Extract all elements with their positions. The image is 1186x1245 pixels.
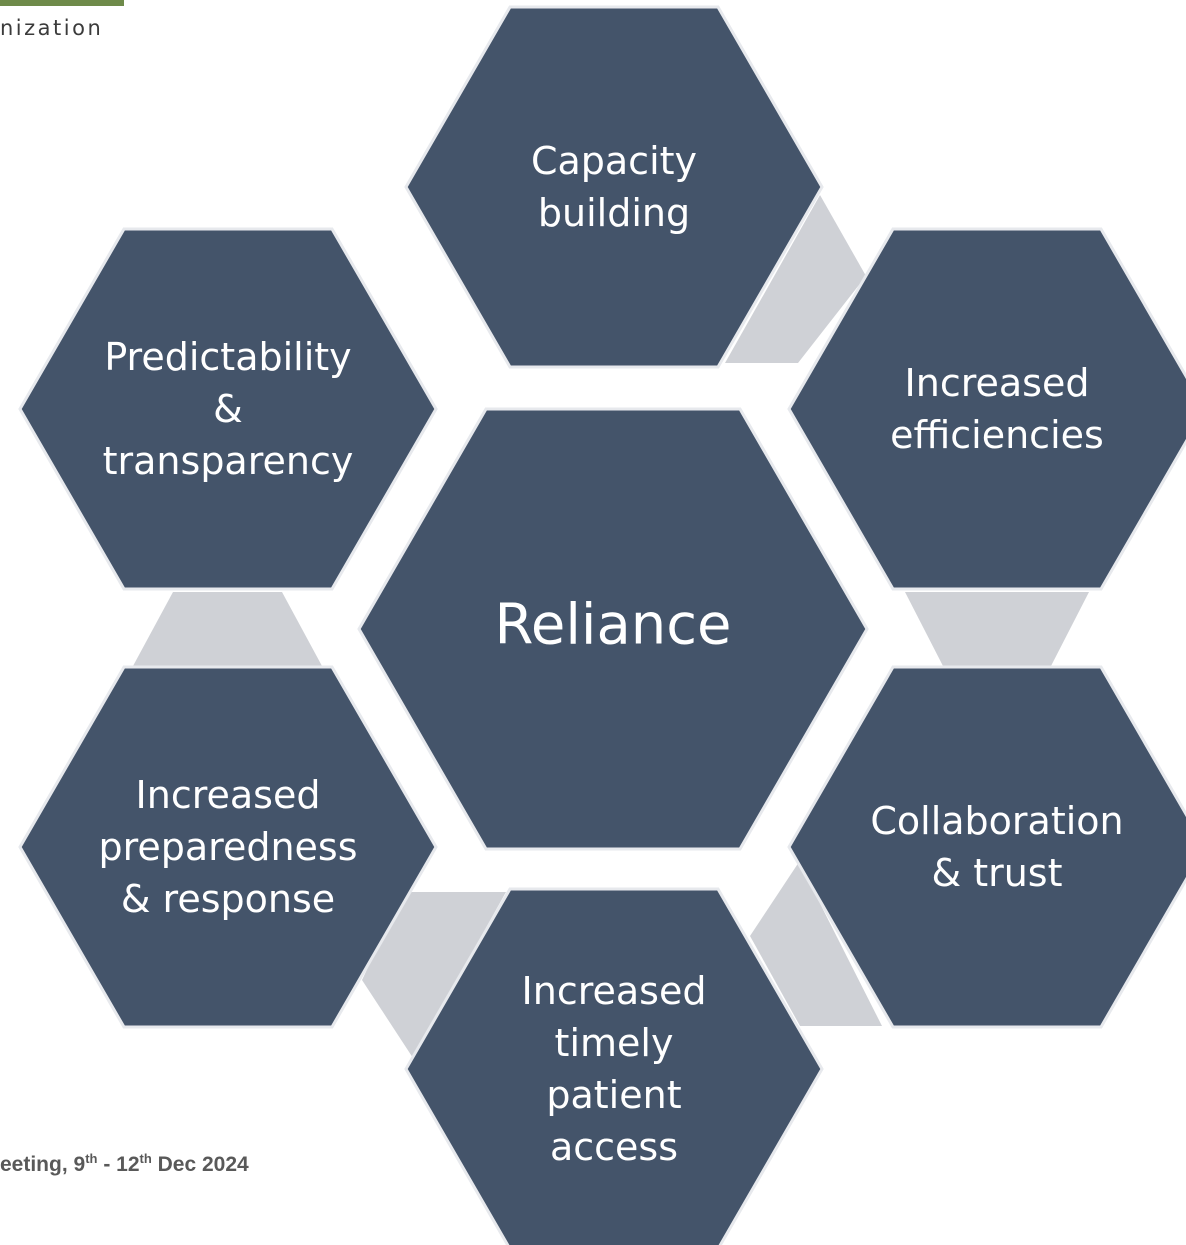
hexagon-timely-patient-access-shape: [404, 887, 824, 1245]
hexagon-capacity-building: Capacity building: [404, 5, 824, 369]
hexagon-capacity-building-shape: [404, 5, 824, 369]
footer-superscript-2: th: [139, 1151, 152, 1166]
hexagon-predictability-transparency-label-line: transparency: [103, 439, 354, 483]
hexagon-reliance-center-label-line: Reliance: [494, 593, 731, 658]
hexagon-predictability-transparency-shape: [18, 227, 438, 591]
hexagon-capacity-building-label-line: building: [538, 191, 690, 235]
footer-superscript-1: th: [85, 1151, 98, 1166]
hexagon-preparedness-response-label-line: Increased: [136, 773, 321, 817]
hexagon-timely-patient-access-label-line: access: [550, 1125, 678, 1169]
hexagon-collaboration-trust-label-line: & trust: [931, 851, 1062, 895]
hexagon-collaboration-trust-shape: [787, 665, 1186, 1029]
hexagon-increased-efficiencies-label-line: Increased: [905, 361, 1090, 405]
hexagon-collaboration-trust-label-line: Collaboration: [870, 799, 1123, 843]
connector-efficiencies-collaboration: [905, 592, 1089, 666]
hexagon-increased-efficiencies-shape: [787, 227, 1186, 591]
hexagon-predictability-transparency: Predictability & transparency: [18, 227, 438, 591]
logo-fragment: [0, 0, 124, 6]
hexagon-timely-patient-access-label-line: timely: [555, 1021, 674, 1065]
footer-text-prefix: eeting, 9: [0, 1153, 86, 1176]
hexagon-preparedness-response-label-line: & response: [121, 877, 335, 921]
hexagon-preparedness-response-label-line: preparedness: [98, 825, 357, 869]
hexagon-increased-efficiencies-label-line: efficiencies: [890, 413, 1104, 457]
organization-name-fragment: nization: [0, 16, 104, 40]
connector-collaboration-access: [750, 862, 882, 1026]
hexagon-increased-efficiencies: Increased efficiencies: [787, 227, 1186, 591]
footer-text-suffix: Dec 2024: [151, 1153, 249, 1176]
hexagon-reliance-center-shape: [357, 407, 869, 851]
footer-text-middle: - 12: [97, 1153, 140, 1176]
hexagon-timely-patient-access: Increased timely patient access: [404, 887, 824, 1245]
connector-preparedness-predictability: [133, 592, 322, 666]
connector-access-preparedness: [362, 892, 506, 1058]
hexagon-collaboration-trust: Collaboration & trust: [787, 665, 1186, 1029]
meeting-date-footer: eeting, 9th - 12th Dec 2024: [0, 1151, 249, 1177]
hexagon-capacity-building-label-line: Capacity: [531, 139, 697, 183]
hexagon-timely-patient-access-label-line: patient: [546, 1073, 681, 1117]
hexagon-timely-patient-access-label-line: Increased: [522, 969, 707, 1013]
connector-capacity-efficiencies: [725, 195, 866, 363]
hexagon-predictability-transparency-label-line: Predictability: [104, 335, 351, 379]
connector-layer: [133, 195, 1089, 1058]
hexagon-predictability-transparency-label-line: &: [213, 387, 243, 431]
hexagon-preparedness-response: Increased preparedness & response: [18, 665, 438, 1029]
hexagon-reliance-center: Reliance: [357, 407, 869, 851]
hexagon-preparedness-response-shape: [18, 665, 438, 1029]
